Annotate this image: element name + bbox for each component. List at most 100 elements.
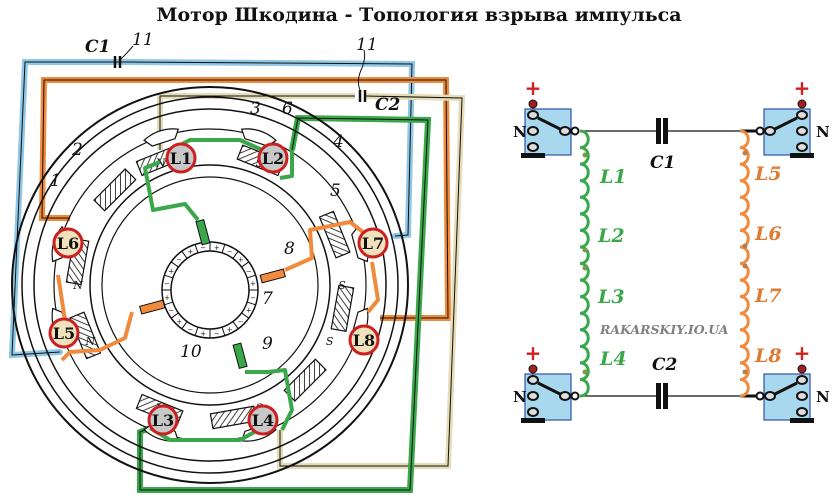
commutator-sign: − (238, 318, 244, 326)
schematic-coils (579, 129, 750, 398)
plus-sign: + (525, 341, 542, 365)
motor-capacitor-c2 (357, 49, 367, 102)
schematic-switches: +N+N+N+N (513, 76, 830, 423)
commutator-segment-divider (194, 244, 199, 254)
commutator-sign: + (200, 330, 206, 338)
commutator-segment-divider (241, 261, 250, 268)
commutator-sign: + (246, 307, 252, 315)
watermark: RAKARSKIY.IO.UA (599, 322, 729, 337)
green-wire-outer (137, 114, 432, 493)
motor-c2-label: C2 (375, 95, 401, 115)
commutator-sign: + (214, 244, 220, 252)
part-number-5: 5 (330, 181, 341, 201)
pole-n-label: N (513, 388, 527, 406)
coil-marker-l3: L3 (147, 404, 179, 436)
commutator-sign: − (214, 330, 220, 338)
svg-text:L7: L7 (362, 234, 384, 253)
commutator-sign: + (164, 294, 170, 302)
commutator-sign: + (250, 280, 256, 288)
svg-text:L6: L6 (57, 234, 79, 253)
motor-capacitor-c1 (113, 45, 134, 68)
coil-marker-l1: L1 (165, 142, 197, 174)
commutator-segment-divider (232, 321, 239, 330)
schematic-c1-label: C1 (650, 153, 675, 173)
polarity-dot (582, 247, 588, 253)
commutator-segment-divider (241, 312, 250, 319)
commutator-sign: − (168, 307, 174, 315)
part-number-7: 7 (262, 289, 273, 309)
commutator-segment-divider (232, 250, 239, 259)
switch-top-left: +N (513, 76, 580, 158)
svg-text:L8: L8 (353, 331, 375, 350)
svg-text:L1: L1 (170, 149, 192, 168)
coil-label-l7: L7 (754, 285, 782, 307)
part-number-2: 2 (71, 140, 83, 160)
svg-text:L4: L4 (252, 411, 274, 430)
part-number-1: 1 (50, 171, 61, 191)
magnet-block (318, 210, 351, 259)
part-number-4: 4 (332, 132, 344, 152)
pole-label: N (72, 279, 83, 292)
brush-arms (139, 219, 286, 369)
polarity-dot (742, 263, 748, 269)
commutator-segment-divider (181, 321, 188, 330)
commutator-sign: − (200, 244, 206, 252)
commutator-sign: + (227, 326, 233, 334)
coil-marker-l6: L6 (52, 227, 84, 259)
commutator-sign: + (187, 248, 193, 256)
pole-n-label: N (513, 123, 527, 141)
commutator-segment-divider (246, 301, 256, 306)
polarity-dot (742, 150, 748, 156)
coil-label-l6: L6 (754, 223, 782, 245)
commutator-sign: − (250, 294, 256, 302)
part-number-3: 3 (250, 99, 261, 119)
commutator-segment-divider (221, 244, 226, 254)
commutator-sign: − (164, 280, 170, 288)
commutator-segment-divider (194, 326, 199, 336)
switch-bottom-right: +N (755, 341, 830, 423)
svg-text:L2: L2 (262, 149, 284, 168)
switch-bottom-left: +N (513, 341, 580, 423)
right-coil-chain (739, 129, 750, 398)
magnet-block (330, 284, 355, 333)
left-coil-chain (579, 129, 590, 398)
schematic-capacitor-c2 (656, 383, 668, 409)
svg-text:L3: L3 (152, 411, 174, 430)
part-number-9: 9 (262, 334, 273, 354)
motor-c1-label: C1 (85, 37, 110, 57)
commutator-sign: + (168, 267, 174, 275)
commutator-segment-divider (170, 261, 179, 268)
part-number-6: 6 (282, 99, 293, 119)
motor-c1-ref: 11 (132, 30, 154, 50)
pole-label: S (326, 335, 334, 348)
coil-label-l5: L5 (754, 163, 782, 185)
commutator-segment-divider (181, 250, 188, 259)
coil-marker-l4: L4 (247, 404, 279, 436)
pole-label: S (338, 279, 346, 292)
switch-top-right: +N (755, 76, 830, 158)
polarity-dot (742, 369, 748, 375)
magnet-block (93, 168, 137, 212)
polarity-dot (582, 369, 588, 375)
coil-label-l8: L8 (754, 345, 782, 367)
schematic-c2-label: C2 (652, 355, 678, 375)
pole-label: N (85, 335, 96, 348)
commutator-sign: + (176, 318, 182, 326)
diagram-title: Мотор Шкодина - Топология взрыва импульс… (156, 4, 682, 26)
plus-sign: + (794, 76, 811, 100)
motor-c2-ref: 11 (356, 35, 378, 55)
coil-label-l3: L3 (597, 286, 625, 308)
schematic-capacitor-c1 (656, 118, 668, 144)
commutator-sign: − (187, 326, 193, 334)
commutator-sign: + (238, 256, 244, 264)
polarity-dot (742, 243, 748, 249)
commutator-sign: − (246, 267, 252, 275)
coil-label-l4: L4 (599, 348, 627, 370)
plus-sign: + (794, 341, 811, 365)
coil-label-l2: L2 (597, 225, 625, 247)
svg-text:L5: L5 (53, 324, 75, 343)
polarity-dot (582, 265, 588, 271)
commutator-segments: −+−+−+−+−+−+−+−+−+−+ (162, 242, 258, 338)
